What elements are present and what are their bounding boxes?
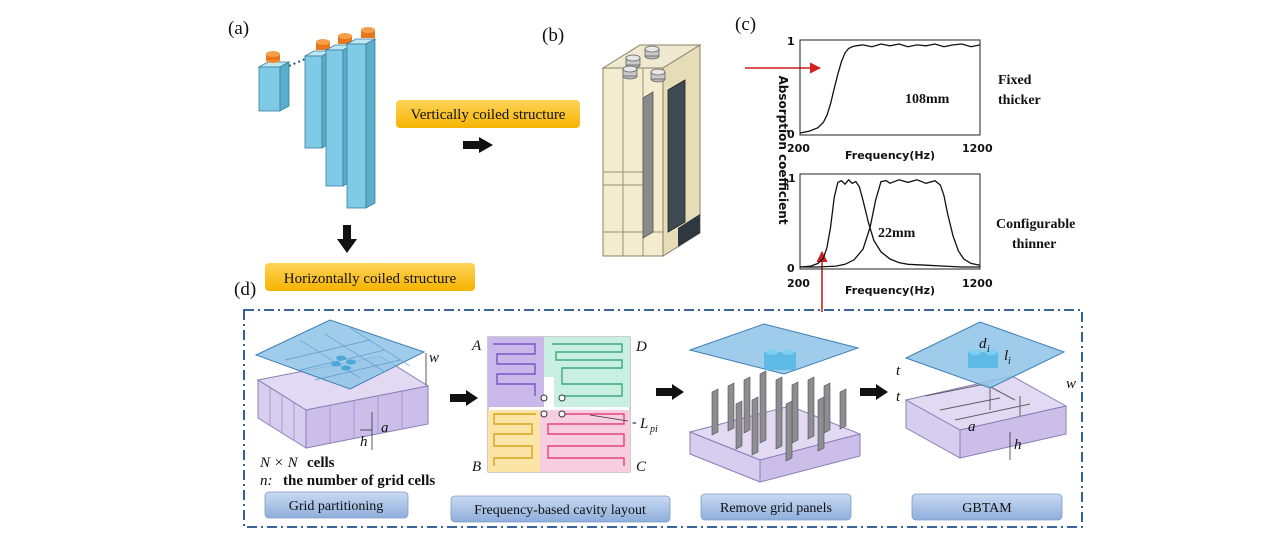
- step-cavity-layout-text: Frequency-based cavity layout: [474, 503, 646, 518]
- step-grid-partitioning: [264, 491, 409, 519]
- chart-top-xmin: 200: [787, 142, 810, 155]
- panel-label-d: (d): [234, 279, 256, 300]
- step-remove-panels-text: Remove grid panels: [720, 501, 832, 516]
- chart-top-note: 108mm: [905, 92, 950, 107]
- label-t-2: t: [896, 389, 901, 405]
- panel-label-b: (b): [542, 25, 564, 46]
- arrow-down-icon: [337, 225, 357, 253]
- cells-math: N × N: [259, 455, 299, 471]
- top-side-note-1: Fixed: [998, 73, 1032, 88]
- chart-top: 1 0 200 1200 Frequency(Hz) 108mm: [787, 35, 993, 162]
- chart-bottom-xlabel: Frequency(Hz): [845, 284, 935, 297]
- chart-top-xlabel: Frequency(Hz): [845, 149, 935, 162]
- label-B: B: [472, 459, 481, 475]
- step-grid-partitioning-text: Grid partitioning: [289, 499, 384, 514]
- chart-top-ymax: 1: [787, 35, 795, 48]
- label-l: l: [1004, 348, 1008, 364]
- arrow-right-icon: [450, 390, 478, 406]
- label-L-arrow: -: [632, 415, 637, 430]
- absorption-curve-bottom-0: [799, 178, 980, 268]
- vertical-coil-tag-text: Vertically coiled structure: [411, 107, 566, 123]
- grid-partition-illustration: [254, 319, 430, 450]
- horizontal-coil-tag: [265, 263, 475, 291]
- coiled-tube-illustration: [257, 27, 377, 209]
- workflow-frame: [243, 309, 1083, 528]
- panel-label-c: (c): [735, 14, 756, 35]
- bottom-side-note-1: Configurable: [996, 217, 1075, 232]
- label-D: D: [635, 339, 647, 355]
- step-gbtam: [911, 493, 1063, 521]
- top-side-note-2: thicker: [998, 93, 1041, 108]
- cells-word: cells: [307, 455, 335, 471]
- label-C: C: [636, 459, 647, 475]
- bottom-side-note-2: thinner: [1012, 237, 1056, 252]
- removed-panels-illustration: [688, 323, 862, 483]
- arrow-right-icon: [656, 384, 684, 400]
- chart-top-ymin: 0: [787, 128, 795, 141]
- chart-bottom-xmax: 1200: [962, 277, 993, 290]
- step-gbtam-text: GBTAM: [962, 501, 1012, 516]
- chart-bottom: 1 0 200 1200 Frequency(Hz) 22mm: [787, 172, 993, 297]
- chart-bottom-xmin: 200: [787, 277, 810, 290]
- label-pi: pi: [649, 424, 658, 435]
- chart-top-frame: [799, 39, 981, 136]
- gbtam-illustration: [904, 321, 1068, 460]
- label-w-2: w: [1066, 376, 1076, 392]
- label-d-sub: i: [987, 344, 990, 355]
- n-label: n:: [260, 473, 273, 489]
- label-a-2: a: [968, 419, 976, 435]
- chart-ylabel: Absorption coefficient: [776, 75, 790, 224]
- coiled-box-illustration: [601, 44, 702, 257]
- chart-bottom-frame: [799, 173, 981, 270]
- arrow-right-icon: [463, 137, 493, 153]
- step-remove-panels: [700, 493, 852, 521]
- panel-label-a: (a): [228, 18, 249, 39]
- label-l-sub: i: [1008, 356, 1011, 367]
- step-cavity-layout: [450, 495, 671, 523]
- cavity-layout-illustration: [487, 336, 631, 473]
- absorption-curve-bottom-1: [800, 179, 981, 268]
- label-h-2: h: [1014, 437, 1022, 453]
- vertical-coil-tag: [396, 100, 580, 128]
- label-a-1: a: [381, 420, 389, 436]
- chart-top-xmax: 1200: [962, 142, 993, 155]
- chart-bottom-ymin: 0: [787, 262, 795, 275]
- label-h-1: h: [360, 434, 368, 450]
- label-d: d: [979, 336, 987, 352]
- label-t-1: t: [896, 363, 901, 379]
- horizontal-coil-tag-text: Horizontally coiled structure: [284, 271, 457, 287]
- absorption-curve-top-0: [799, 43, 981, 134]
- chart-bottom-ymax: 1: [788, 172, 796, 185]
- n-text: the number of grid cells: [283, 473, 435, 489]
- chart-bottom-note: 22mm: [878, 226, 916, 241]
- label-L: L: [639, 416, 648, 432]
- label-w-1: w: [429, 350, 439, 366]
- arrow-right-icon: [860, 384, 888, 400]
- label-A: A: [471, 338, 482, 354]
